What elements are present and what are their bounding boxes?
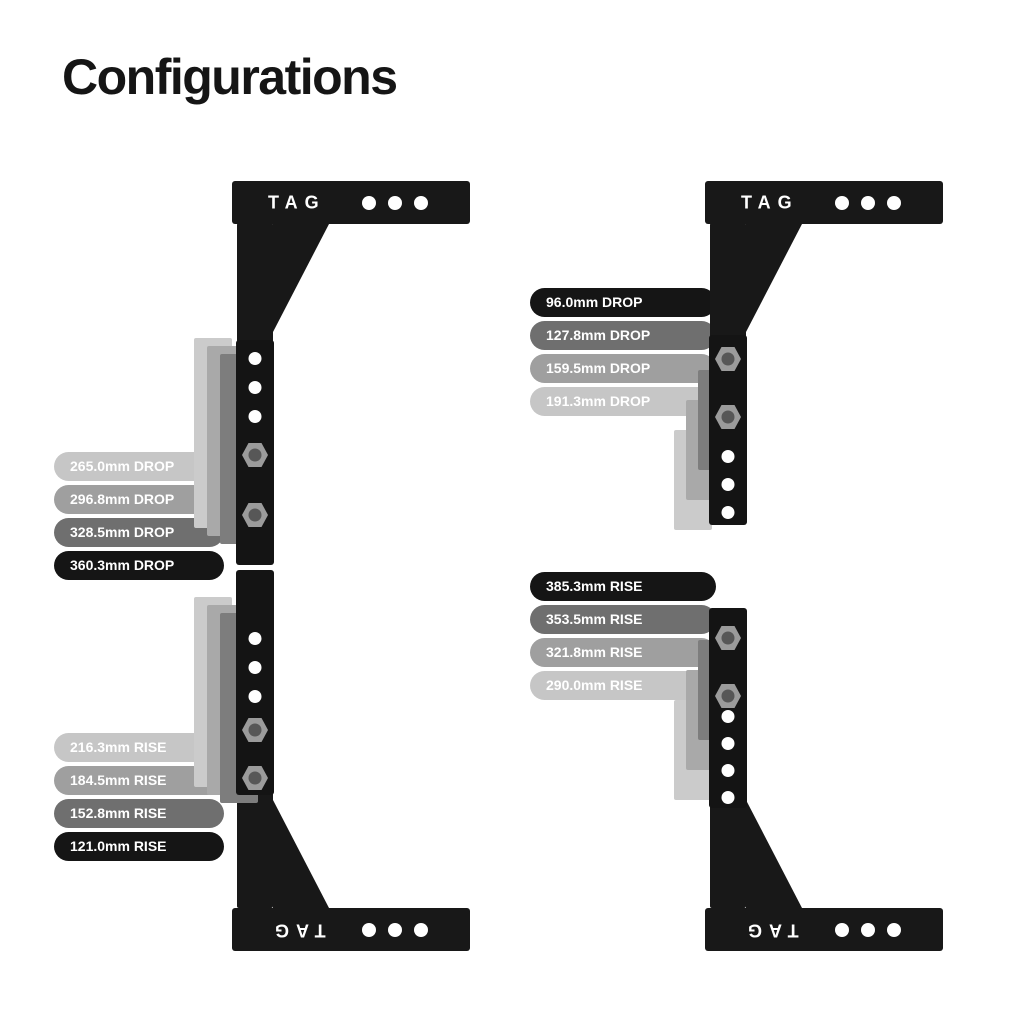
measurement-label: 127.8mm DROP — [530, 321, 716, 350]
crossbar-hole — [835, 922, 849, 937]
adjustment-hole — [721, 450, 735, 463]
adjustable-channel — [709, 335, 747, 525]
crossbar-hole — [414, 922, 428, 937]
measurement-label: 121.0mm RISE — [54, 832, 224, 861]
crossbar-hole — [362, 195, 376, 210]
adjustable-channel — [236, 570, 274, 795]
tag-brand-logo: TAG — [741, 920, 799, 940]
crossbar-hole — [388, 922, 402, 937]
measurement-label: 96.0mm DROP — [530, 288, 716, 317]
measurement-label: 152.8mm RISE — [54, 799, 224, 828]
hex-bolt — [242, 766, 268, 790]
crossbar-hole — [887, 195, 901, 210]
hex-bolt — [715, 684, 741, 708]
hex-bolt — [242, 718, 268, 742]
receiver-tube: TAG — [232, 908, 470, 951]
crossbar-hole — [861, 922, 875, 937]
gusset-plate — [273, 800, 329, 908]
gusset-plate — [746, 800, 802, 908]
measurement-label: 328.5mm DROP — [54, 518, 224, 547]
receiver-tube: TAG — [705, 181, 943, 224]
crossbar-hole — [835, 195, 849, 210]
adjustment-hole — [248, 381, 262, 394]
receiver-tube: TAG — [705, 908, 943, 951]
hex-bolt — [715, 626, 741, 650]
measurement-label: 360.3mm DROP — [54, 551, 224, 580]
hex-bolt — [715, 405, 741, 429]
measurement-label: 191.3mm DROP — [530, 387, 716, 416]
adjustable-channel — [236, 340, 274, 565]
tag-brand-logo: TAG — [741, 192, 799, 212]
crossbar-hole — [362, 922, 376, 937]
gusset-plate — [746, 224, 802, 332]
hex-bolt — [242, 443, 268, 467]
adjustment-hole — [248, 410, 262, 423]
adjustment-hole — [248, 352, 262, 365]
crossbar-hole — [887, 922, 901, 937]
receiver-tube: TAG — [232, 181, 470, 224]
adjustment-hole — [248, 690, 262, 703]
adjustment-hole — [721, 791, 735, 804]
measurement-label: 385.3mm RISE — [530, 572, 716, 601]
crossbar-hole — [861, 195, 875, 210]
page-title: Configurations — [62, 49, 398, 105]
adjustment-hole — [721, 710, 735, 723]
measurement-label: 159.5mm DROP — [530, 354, 716, 383]
adjustment-hole — [248, 661, 262, 674]
measurement-label: 321.8mm RISE — [530, 638, 716, 667]
adjustment-hole — [248, 632, 262, 645]
adjustment-hole — [721, 764, 735, 777]
adjustment-hole — [721, 737, 735, 750]
hex-bolt — [715, 347, 741, 371]
adjustment-hole — [721, 478, 735, 491]
tag-brand-logo: TAG — [268, 192, 326, 212]
crossbar-hole — [414, 195, 428, 210]
adjustment-hole — [721, 506, 735, 519]
adjustable-channel — [709, 608, 747, 808]
crossbar-hole — [388, 195, 402, 210]
measurement-label: 353.5mm RISE — [530, 605, 716, 634]
gusset-plate — [273, 224, 329, 332]
measurement-label: 290.0mm RISE — [530, 671, 716, 700]
hex-bolt — [242, 503, 268, 527]
tag-brand-logo: TAG — [268, 920, 326, 940]
